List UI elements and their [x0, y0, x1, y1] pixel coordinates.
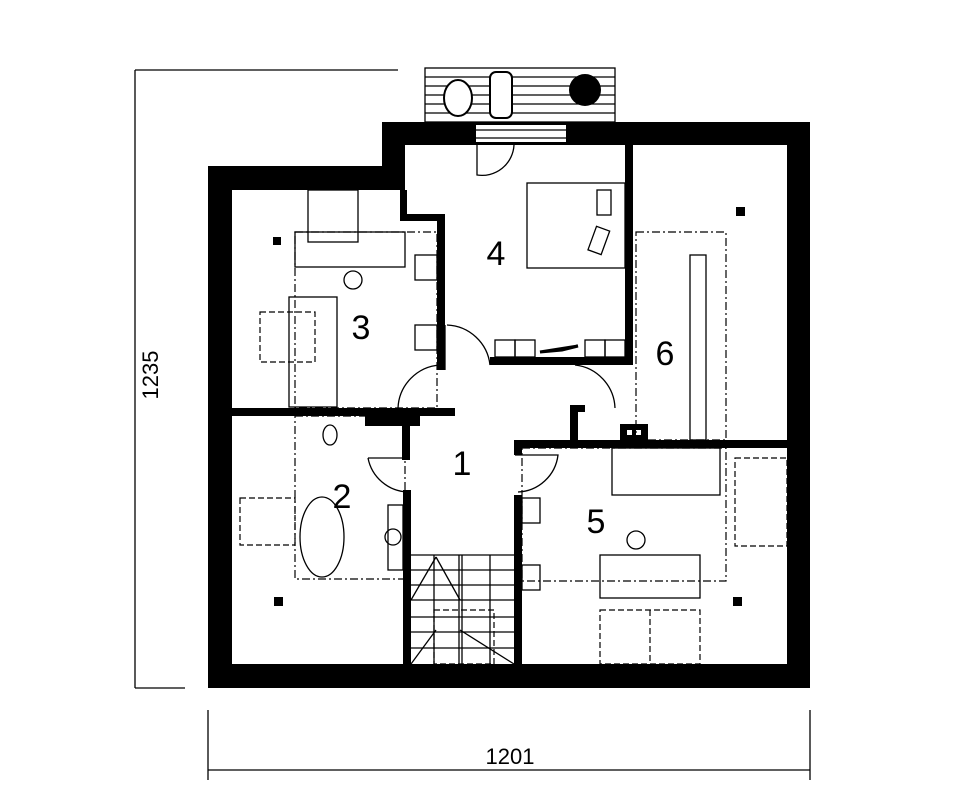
staircase — [410, 554, 515, 665]
plant-icon — [569, 74, 601, 106]
furniture — [239, 182, 788, 665]
chair-icon — [443, 79, 473, 117]
square-marker — [736, 207, 745, 216]
square-marker — [273, 237, 281, 245]
room-label-5: 5 — [587, 503, 606, 541]
dimension-width: 1201 — [207, 710, 811, 780]
square-marker — [274, 597, 283, 606]
room-label-6: 6 — [656, 335, 675, 373]
dimension-height: 1235 — [134, 69, 398, 689]
balcony — [424, 67, 616, 123]
room-label-3: 3 — [352, 309, 371, 347]
square-marker — [733, 597, 742, 606]
dimension-width-label: 1201 — [486, 744, 535, 769]
table-icon — [489, 71, 513, 119]
room-label-1: 1 — [453, 445, 472, 483]
room-label-2: 2 — [333, 478, 352, 516]
walls — [208, 122, 810, 688]
doors — [367, 144, 616, 493]
dimension-height-label: 1235 — [138, 351, 163, 400]
room-label-4: 4 — [487, 235, 506, 273]
